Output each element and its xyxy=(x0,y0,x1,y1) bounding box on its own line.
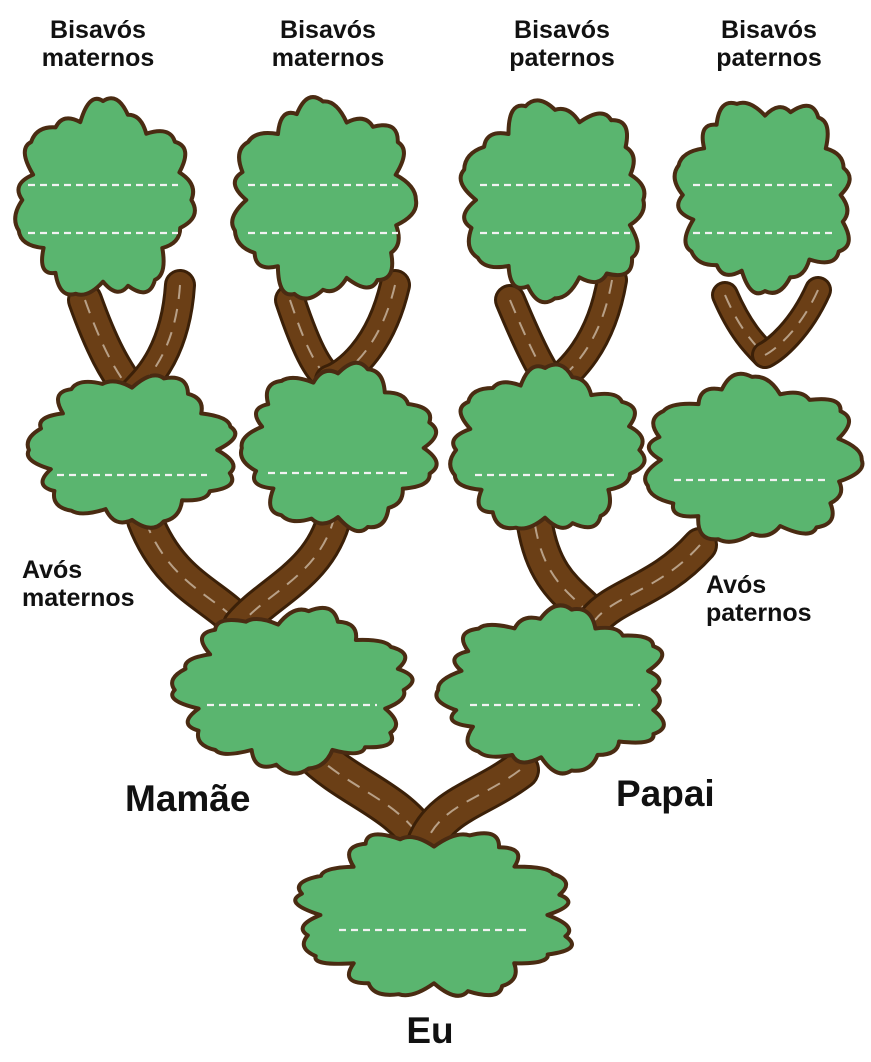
label-line-1: Avós xyxy=(22,556,135,584)
crown-mother xyxy=(172,608,412,774)
branch xyxy=(765,290,818,355)
crown-great-grandparents-paternal-1 xyxy=(461,100,645,302)
label-line-1: Bisavós xyxy=(272,16,385,44)
crown-grandparent-maternal-1 xyxy=(28,375,236,527)
foliage xyxy=(450,365,644,529)
label-line-2: paternos xyxy=(509,44,615,72)
crown-self xyxy=(295,833,572,996)
crown-grandparent-paternal-2 xyxy=(645,374,862,542)
label-grandparents-maternal: Avós maternos xyxy=(22,556,135,612)
foliage xyxy=(15,98,195,295)
foliage xyxy=(645,374,862,542)
label-line-1: Avós xyxy=(706,571,812,599)
label-great-grandparents-maternal-2: Bisavós maternos xyxy=(272,16,385,72)
label-mother: Mamãe xyxy=(125,778,250,819)
label-line-2: maternos xyxy=(22,584,135,612)
crown-great-grandparents-paternal-2 xyxy=(675,103,850,294)
foliage xyxy=(241,363,437,531)
label-great-grandparents-maternal-1: Bisavós maternos xyxy=(42,16,155,72)
crown-father xyxy=(436,605,663,773)
label-self: Eu xyxy=(406,1010,453,1051)
label-father: Papai xyxy=(616,773,715,814)
label-line-2: maternos xyxy=(42,44,155,72)
foliage xyxy=(295,833,572,996)
label-grandparents-paternal: Avós paternos xyxy=(706,571,812,627)
label-line-2: paternos xyxy=(706,599,812,627)
foliage xyxy=(675,103,850,294)
label-great-grandparents-paternal-1: Bisavós paternos xyxy=(509,16,615,72)
label-great-grandparents-paternal-2: Bisavós paternos xyxy=(716,16,822,72)
foliage xyxy=(436,605,663,773)
label-line-2: maternos xyxy=(272,44,385,72)
foliage xyxy=(172,608,412,774)
foliage xyxy=(461,100,645,302)
crown-great-grandparents-maternal-1 xyxy=(15,98,195,295)
label-line-1: Bisavós xyxy=(716,16,822,44)
label-line-1: Bisavós xyxy=(42,16,155,44)
label-line-1: Bisavós xyxy=(509,16,615,44)
crown-great-grandparents-maternal-2 xyxy=(232,97,416,299)
foliage xyxy=(232,97,416,299)
crown-grandparent-maternal-2 xyxy=(241,363,437,531)
foliage xyxy=(28,375,236,527)
crown-grandparent-paternal-1 xyxy=(450,365,644,529)
label-line-2: paternos xyxy=(716,44,822,72)
